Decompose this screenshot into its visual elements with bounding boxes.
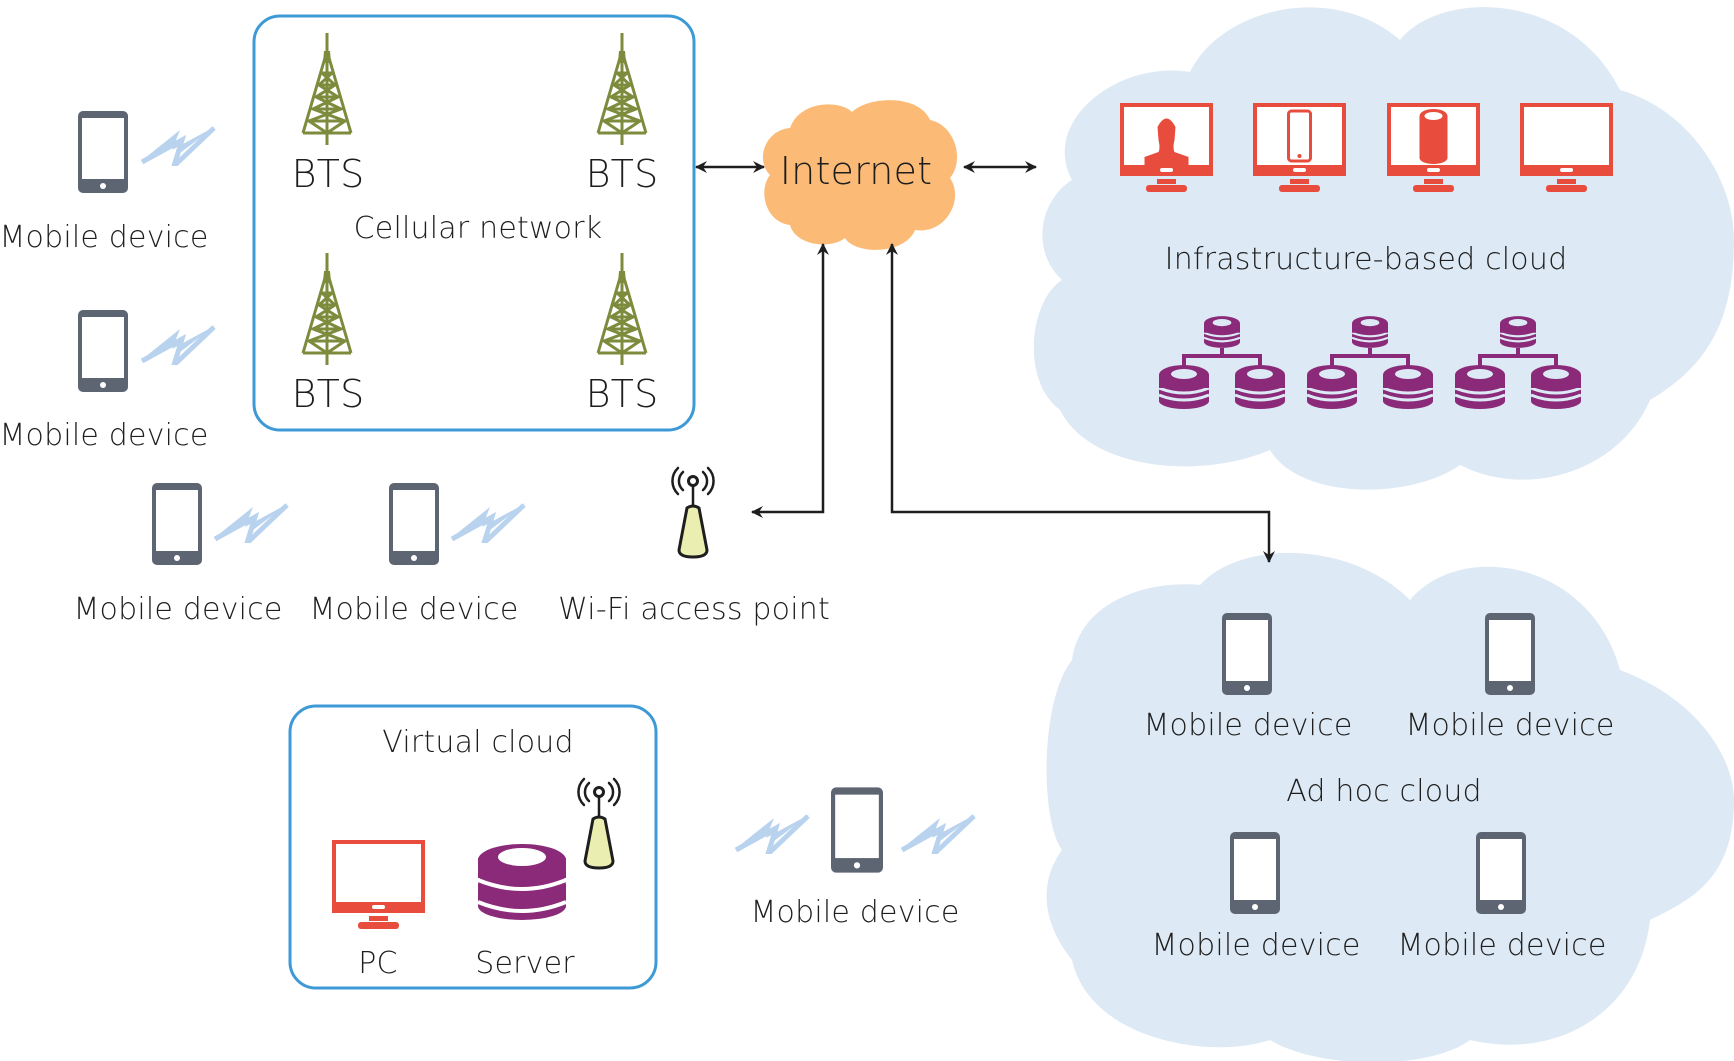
ad-hoc-phone-icon [1485, 613, 1535, 695]
mobile-phone-icon [152, 483, 202, 565]
infrastructure-cloud: Infrastructure-based cloud [1033, 7, 1734, 490]
smartphone-icon [1287, 109, 1312, 163]
mobile-device-label: Mobile device [0, 220, 209, 255]
wireless-signal-icon [450, 503, 526, 543]
monitor-smartphone-icon [1253, 103, 1346, 192]
wifi-row: Mobile device Mobile device Wi-Fi access… [73, 466, 830, 627]
connectors [695, 161, 1275, 563]
ad-hoc-cloud: Mobile device Mobile device Ad hoc cloud… [1046, 553, 1734, 1061]
server-label: Server [475, 946, 575, 981]
mobile-device-label: Mobile device [73, 592, 282, 627]
mobile-phone-icon [78, 310, 128, 392]
user-icon [1144, 118, 1189, 166]
pc-monitor-icon [332, 840, 425, 929]
wireless-signal-icon [900, 814, 976, 854]
standalone-mobile-device: Mobile device [734, 787, 976, 930]
bts-tower-icon [301, 33, 353, 145]
mobile-device-label: Mobile device [750, 895, 959, 930]
database-cluster-icon [1307, 316, 1433, 410]
mobile-phone-icon [78, 111, 128, 193]
ad-hoc-phone-icon [1230, 832, 1280, 914]
virtual-cloud: Virtual cloud PC Server [288, 704, 658, 990]
bts-label: BTS [586, 372, 659, 416]
infrastructure-cloud-label: Infrastructure-based cloud [1165, 242, 1568, 277]
internet: Internet [762, 100, 958, 250]
internet-cloud-shape [762, 100, 958, 250]
ad-hoc-device-label: Mobile device [1143, 708, 1352, 743]
wireless-signal-icon [140, 325, 216, 365]
ad-hoc-cloud-shape [1046, 553, 1734, 1061]
ad-hoc-phone-icon [1476, 832, 1526, 914]
mobile-phone-icon [389, 483, 439, 565]
mobile-device-label: Mobile device [0, 418, 209, 453]
ad-hoc-device-label: Mobile device [1405, 708, 1614, 743]
pc-label: PC [358, 946, 397, 981]
database-icon [1419, 109, 1448, 164]
internet-label: Internet [780, 149, 933, 193]
mobile-device-label: Mobile device [309, 592, 518, 627]
bts-tower-icon [596, 253, 648, 365]
monitor-user-icon [1120, 103, 1213, 192]
wireless-signal-icon [140, 126, 216, 166]
wifi-access-point-label: Wi-Fi access point [558, 592, 830, 627]
internet-ad-hoc-arrow [886, 243, 1275, 563]
database-cluster-icon [1455, 316, 1581, 410]
cellular-network-box [252, 14, 696, 432]
left-mobile-devices: Mobile device Mobile device [0, 111, 216, 453]
bts-tower-icon [301, 253, 353, 365]
wifi-access-point-icon [576, 777, 622, 870]
ad-hoc-device-label: Mobile device [1151, 928, 1360, 963]
ad-hoc-cloud-label: Ad hoc cloud [1286, 774, 1482, 809]
server-database-icon [477, 844, 567, 920]
wireless-signal-icon [213, 503, 289, 543]
virtual-cloud-label: Virtual cloud [382, 725, 573, 760]
cellular-network: BTS BTS Cellular network BTS BTS [252, 14, 696, 432]
internet-wifi-arrow [751, 243, 829, 518]
bts-label: BTS [292, 152, 365, 196]
cellular-network-label: Cellular network [354, 211, 603, 246]
bts-label: BTS [586, 152, 659, 196]
ad-hoc-device-label: Mobile device [1397, 928, 1606, 963]
bts-tower-icon [596, 33, 648, 145]
mobile-phone-icon [831, 787, 883, 873]
wireless-signal-icon [734, 814, 810, 854]
bts-label: BTS [292, 372, 365, 416]
monitor-database-icon [1387, 103, 1480, 192]
wifi-access-point-icon [670, 466, 716, 559]
virtual-cloud-box [288, 704, 658, 990]
ad-hoc-phone-icon [1222, 613, 1272, 695]
